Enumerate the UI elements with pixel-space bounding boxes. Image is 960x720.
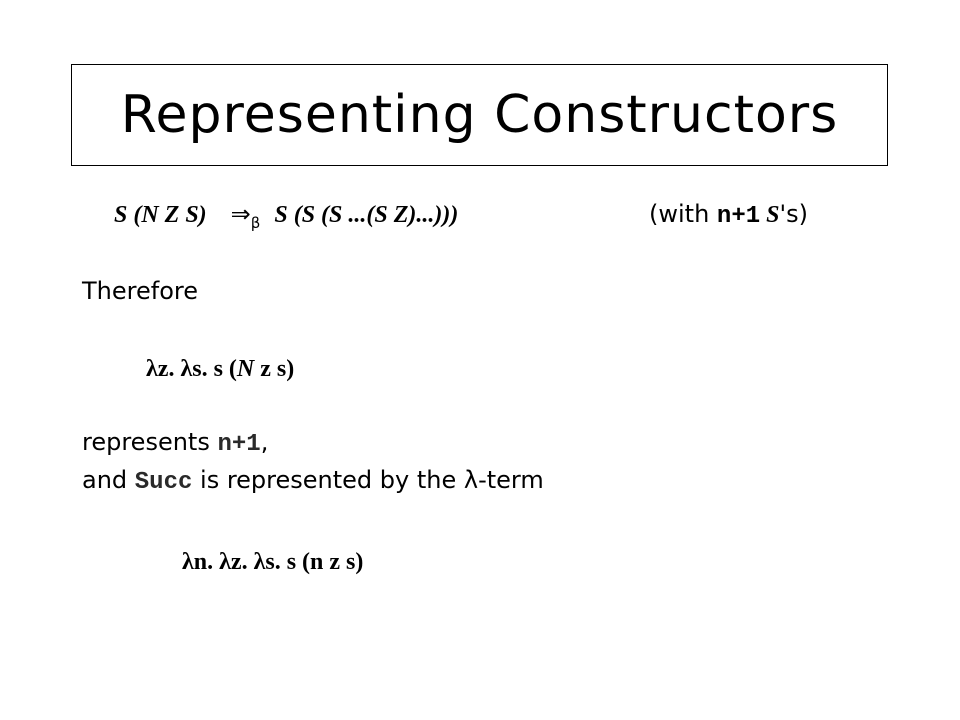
term1-lead: λz. λs. s (: [146, 356, 237, 382]
note-var: S: [766, 202, 780, 228]
title-box: Representing Constructors: [71, 64, 888, 166]
lambda-term-succ: λn. λz. λs. s (n z s): [182, 549, 364, 575]
beta-subscript: β: [250, 214, 261, 232]
term1-rest: z s): [254, 356, 295, 382]
represents-code: n+1: [217, 431, 261, 458]
term1-var: N: [236, 356, 255, 382]
note-code: n+1: [716, 203, 761, 230]
lambda-term-1: λz. λs. s (N z s): [146, 356, 294, 383]
beta-reduction-equation: S (N Z S) ⇒β S (S (S ...(S Z)...))): [114, 200, 458, 232]
note-open: (with: [649, 200, 717, 228]
represents-line: represents n+1,: [82, 428, 268, 458]
double-arrow-icon: ⇒: [230, 200, 251, 228]
succ-text: and: [82, 466, 135, 494]
succ-line: and Succ is represented by the λ-term: [82, 466, 544, 496]
succ-tail: is represented by the λ-term: [192, 466, 544, 494]
therefore-text: Therefore: [82, 277, 198, 305]
equation-note: (with n+1 S's): [649, 200, 808, 230]
equation-lhs: S (N Z S): [114, 202, 207, 228]
note-tail: 's): [779, 200, 808, 228]
succ-code: Succ: [134, 469, 193, 496]
represents-text: represents: [82, 428, 218, 456]
slide-title: Representing Constructors: [120, 85, 839, 145]
represents-tail: ,: [260, 428, 269, 456]
equation-rhs: S (S (S ...(S Z)...))): [274, 202, 459, 228]
